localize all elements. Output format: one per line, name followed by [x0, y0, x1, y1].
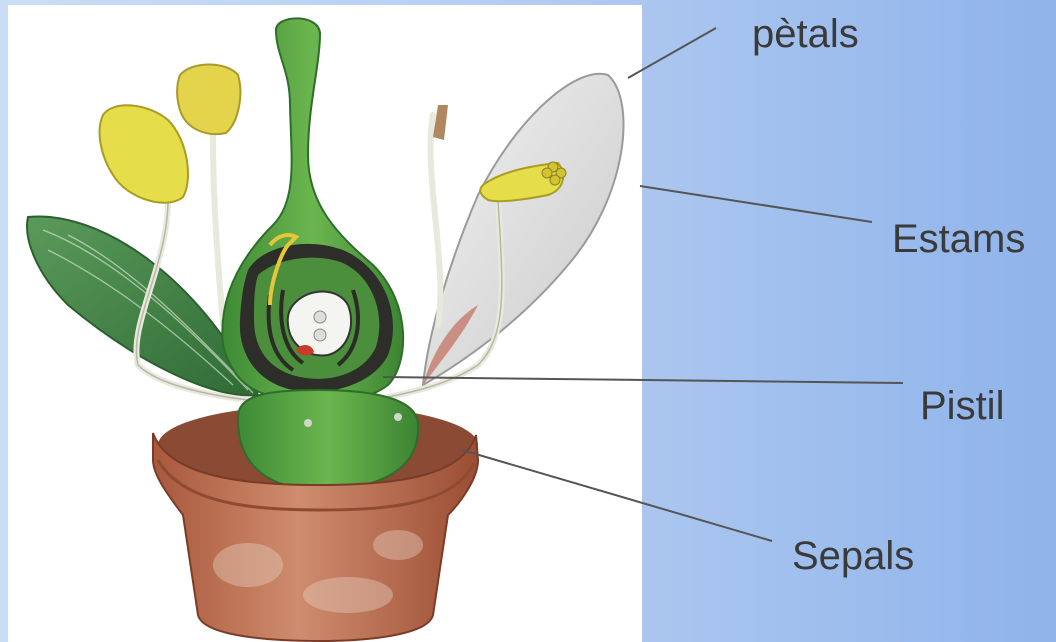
- label-pistil: Pistil: [920, 386, 1004, 426]
- label-sepals: Sepals: [792, 536, 914, 576]
- label-petals: pètals: [752, 14, 859, 54]
- leader-line-pistil: [383, 377, 903, 383]
- label-stamens: Estams: [892, 219, 1025, 259]
- leader-line-sepals: [462, 450, 772, 541]
- leader-line-petals: [628, 28, 716, 78]
- leader-line-stamens: [640, 186, 872, 222]
